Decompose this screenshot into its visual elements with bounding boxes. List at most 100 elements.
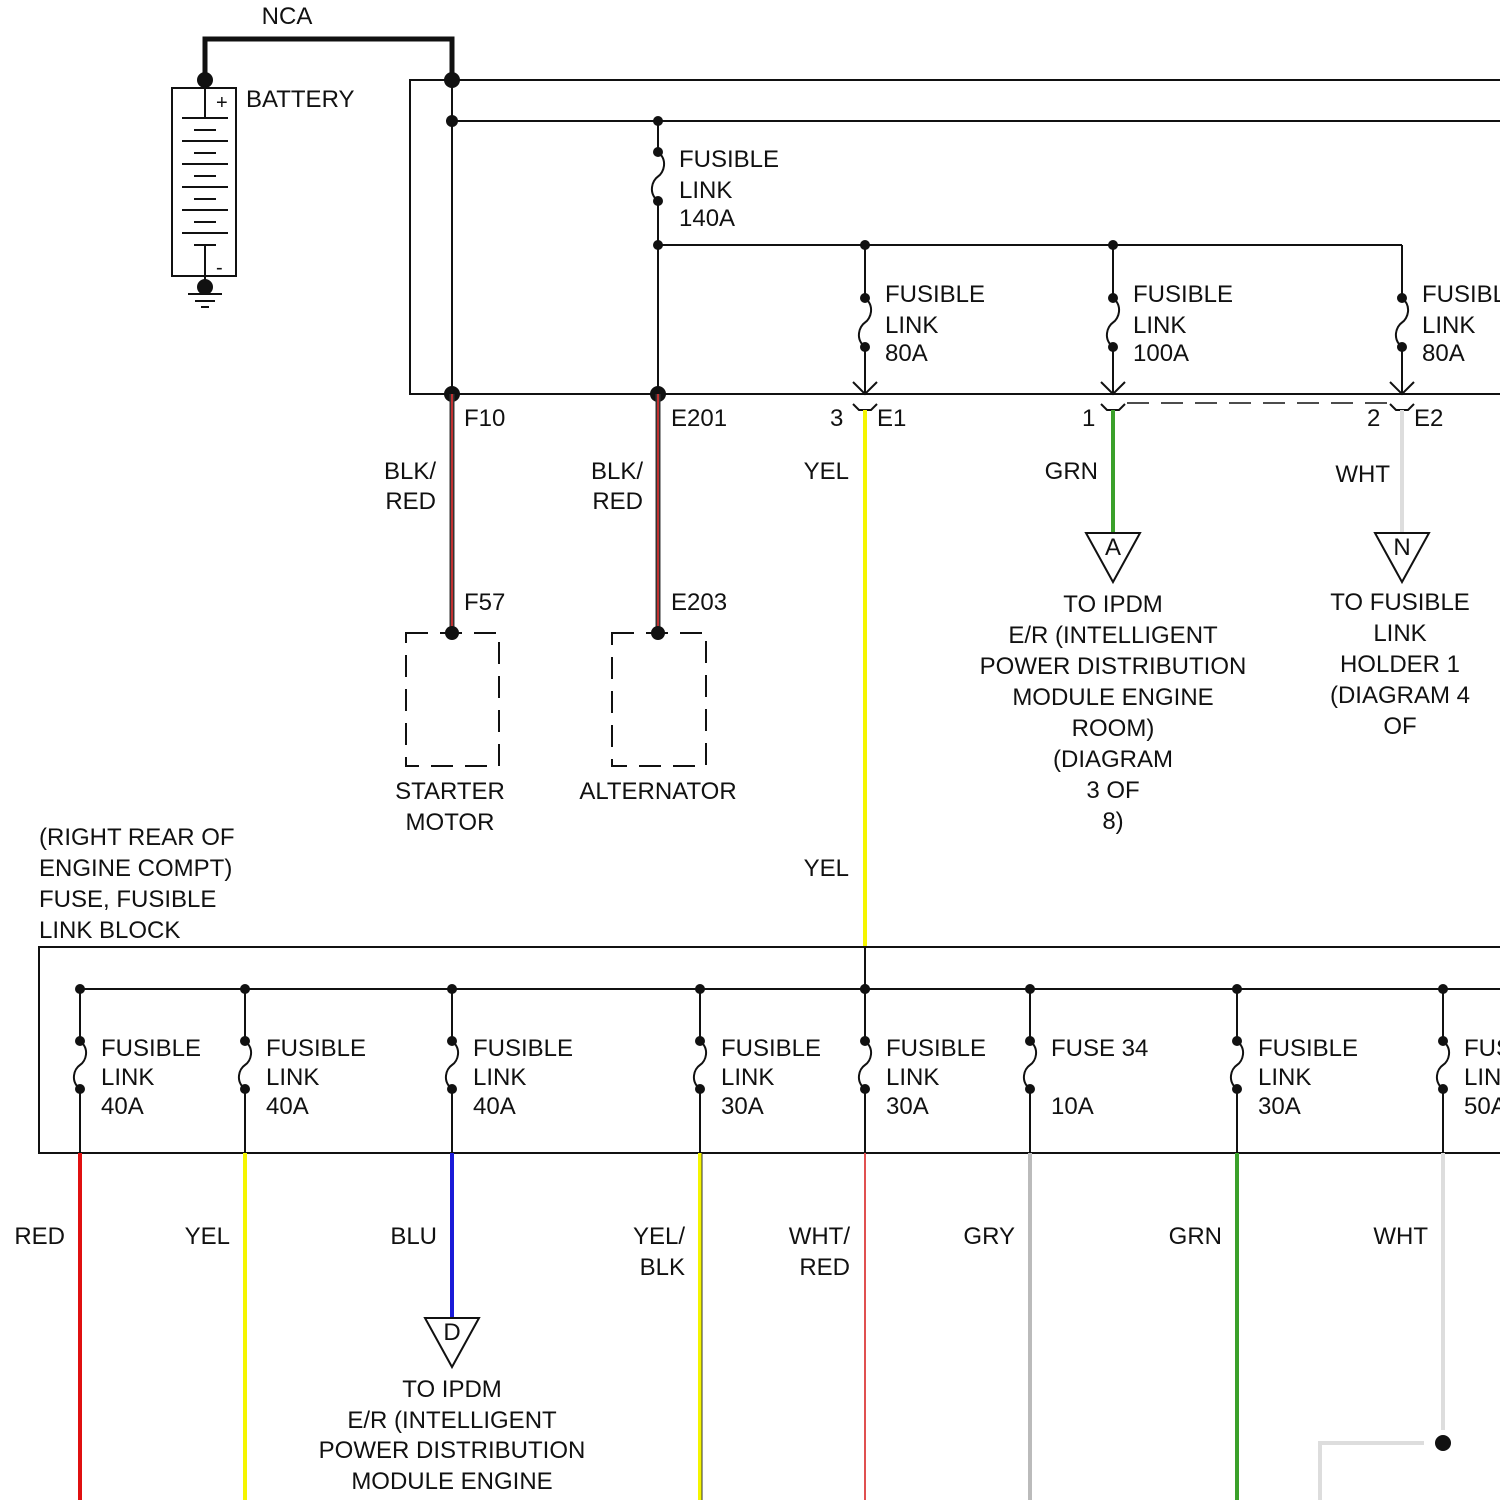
fuse-label: 30A <box>721 1093 764 1120</box>
connector-f57: F57 <box>464 589 505 616</box>
fuse-label: LIN <box>1464 1064 1500 1091</box>
fuse-label: LINK <box>266 1064 319 1091</box>
wire-color-label: RED <box>799 1254 850 1281</box>
fuse-icon <box>1231 1036 1243 1094</box>
svg-text:8): 8) <box>1102 808 1123 835</box>
wire-color-label: WHT <box>1373 1223 1428 1250</box>
svg-text:FUSIBLE: FUSIBLE <box>1422 281 1500 308</box>
connector-e201: E201 <box>671 405 727 432</box>
fuse-label: 10A <box>1051 1093 1094 1120</box>
svg-text:LINK: LINK <box>1133 312 1186 339</box>
connector-f10: F10 <box>464 405 505 432</box>
svg-text:STARTER: STARTER <box>395 778 505 805</box>
alternator-wire <box>651 394 665 640</box>
starter-wire <box>445 394 459 640</box>
svg-text:FUSIBLE: FUSIBLE <box>679 146 779 173</box>
fuse-icon <box>859 293 871 352</box>
fuse-icon <box>859 1036 871 1094</box>
svg-text:80A: 80A <box>1422 340 1465 367</box>
svg-text:A: A <box>1105 534 1121 561</box>
fuse-label: FUSIBLE <box>266 1035 366 1062</box>
fuse-label: 30A <box>886 1093 929 1120</box>
svg-text:FUSE, FUSIBLE: FUSE, FUSIBLE <box>39 886 216 913</box>
fuse-icon <box>1107 293 1119 352</box>
fuse-label: LINK <box>1258 1064 1311 1091</box>
fuse-label: 50A <box>1464 1093 1500 1120</box>
svg-text:E/R (INTELLIGENT: E/R (INTELLIGENT <box>347 1407 557 1434</box>
svg-text:+: + <box>216 92 228 114</box>
connector-symbols <box>853 404 1414 410</box>
fuse-label: LINK <box>721 1064 774 1091</box>
svg-text:MODULE ENGINE: MODULE ENGINE <box>351 1468 552 1495</box>
wire-color-label: RED <box>14 1223 65 1250</box>
fuse-label: 40A <box>101 1093 144 1120</box>
svg-text:POWER DISTRIBUTION: POWER DISTRIBUTION <box>980 653 1247 680</box>
alternator <box>612 633 706 766</box>
nca-wire <box>205 39 452 80</box>
wire-color-label: WHT/ <box>789 1223 851 1250</box>
svg-text:LINK: LINK <box>1373 620 1426 647</box>
svg-text:N: N <box>1393 534 1410 561</box>
wire-color-label: GRY <box>963 1223 1015 1250</box>
svg-text:(DIAGRAM: (DIAGRAM <box>1053 746 1173 773</box>
svg-text:FUSIBLE: FUSIBLE <box>885 281 985 308</box>
connector-e1: E1 <box>877 405 906 432</box>
svg-text:ROOM): ROOM) <box>1072 715 1155 742</box>
svg-text:LINK BLOCK: LINK BLOCK <box>39 917 180 944</box>
svg-text:LINK: LINK <box>1422 312 1475 339</box>
fuse-label: FUSIBLE <box>101 1035 201 1062</box>
wire-color-label: GRN <box>1169 1223 1222 1250</box>
svg-text:YEL: YEL <box>804 855 849 882</box>
offpage-connector-d[interactable]: D <box>425 1318 479 1367</box>
svg-text:TO IPDM: TO IPDM <box>1063 591 1163 618</box>
offpage-connector-a[interactable]: A <box>1086 533 1140 582</box>
fuse-icon <box>74 1036 86 1094</box>
svg-text:MODULE ENGINE: MODULE ENGINE <box>1012 684 1213 711</box>
svg-text:FUSIBLE: FUSIBLE <box>1133 281 1233 308</box>
svg-text:E/R (INTELLIGENT: E/R (INTELLIGENT <box>1008 622 1218 649</box>
fuse-label: FUSIBLE <box>473 1035 573 1062</box>
svg-text:OF: OF <box>1383 713 1416 740</box>
fuse-label: LINK <box>101 1064 154 1091</box>
svg-text:80A: 80A <box>885 340 928 367</box>
wire-color-label: BLK <box>640 1254 685 1281</box>
svg-text:GRN: GRN <box>1045 458 1098 485</box>
fuse-label: FUSIBLE <box>1258 1035 1358 1062</box>
offpage-connector-n[interactable]: N <box>1375 533 1429 582</box>
svg-text:D: D <box>443 1319 460 1346</box>
svg-text:LINK: LINK <box>679 177 732 204</box>
fuse-label: LINK <box>886 1064 939 1091</box>
bottom-fuse-block: FUSIBLELINK40AFUSIBLELINK40AFUSIBLELINK4… <box>39 947 1500 1153</box>
alternator-label: ALTERNATOR <box>579 778 736 805</box>
fuse-icon <box>239 1036 251 1094</box>
svg-text:TO FUSIBLE: TO FUSIBLE <box>1330 589 1470 616</box>
svg-text:WHT: WHT <box>1335 461 1390 488</box>
svg-text:LINK: LINK <box>885 312 938 339</box>
svg-text:2: 2 <box>1367 405 1380 432</box>
starter-motor <box>406 633 499 766</box>
fuse-icon <box>694 1036 706 1094</box>
svg-text:TO IPDM: TO IPDM <box>402 1376 502 1403</box>
fuse-icon <box>652 147 664 206</box>
fuse-label: LINK <box>473 1064 526 1091</box>
top-fusible-link-block <box>410 72 1500 402</box>
wire-color-label: YEL <box>185 1223 230 1250</box>
fuse-label: FUSIBLE <box>721 1035 821 1062</box>
svg-text:(RIGHT REAR OF: (RIGHT REAR OF <box>39 824 235 851</box>
svg-text:BLK/: BLK/ <box>591 458 643 485</box>
wht-branch-wire <box>1320 1443 1424 1500</box>
svg-text:140A: 140A <box>679 205 735 232</box>
fuse-label: FUS <box>1464 1035 1500 1062</box>
fuse-label: 30A <box>1258 1093 1301 1120</box>
connector-e203: E203 <box>671 589 727 616</box>
fuse-icon <box>1396 293 1408 352</box>
svg-text:1: 1 <box>1082 405 1095 432</box>
fuse-label: FUSIBLE <box>886 1035 986 1062</box>
nca-label: NCA <box>262 3 313 30</box>
